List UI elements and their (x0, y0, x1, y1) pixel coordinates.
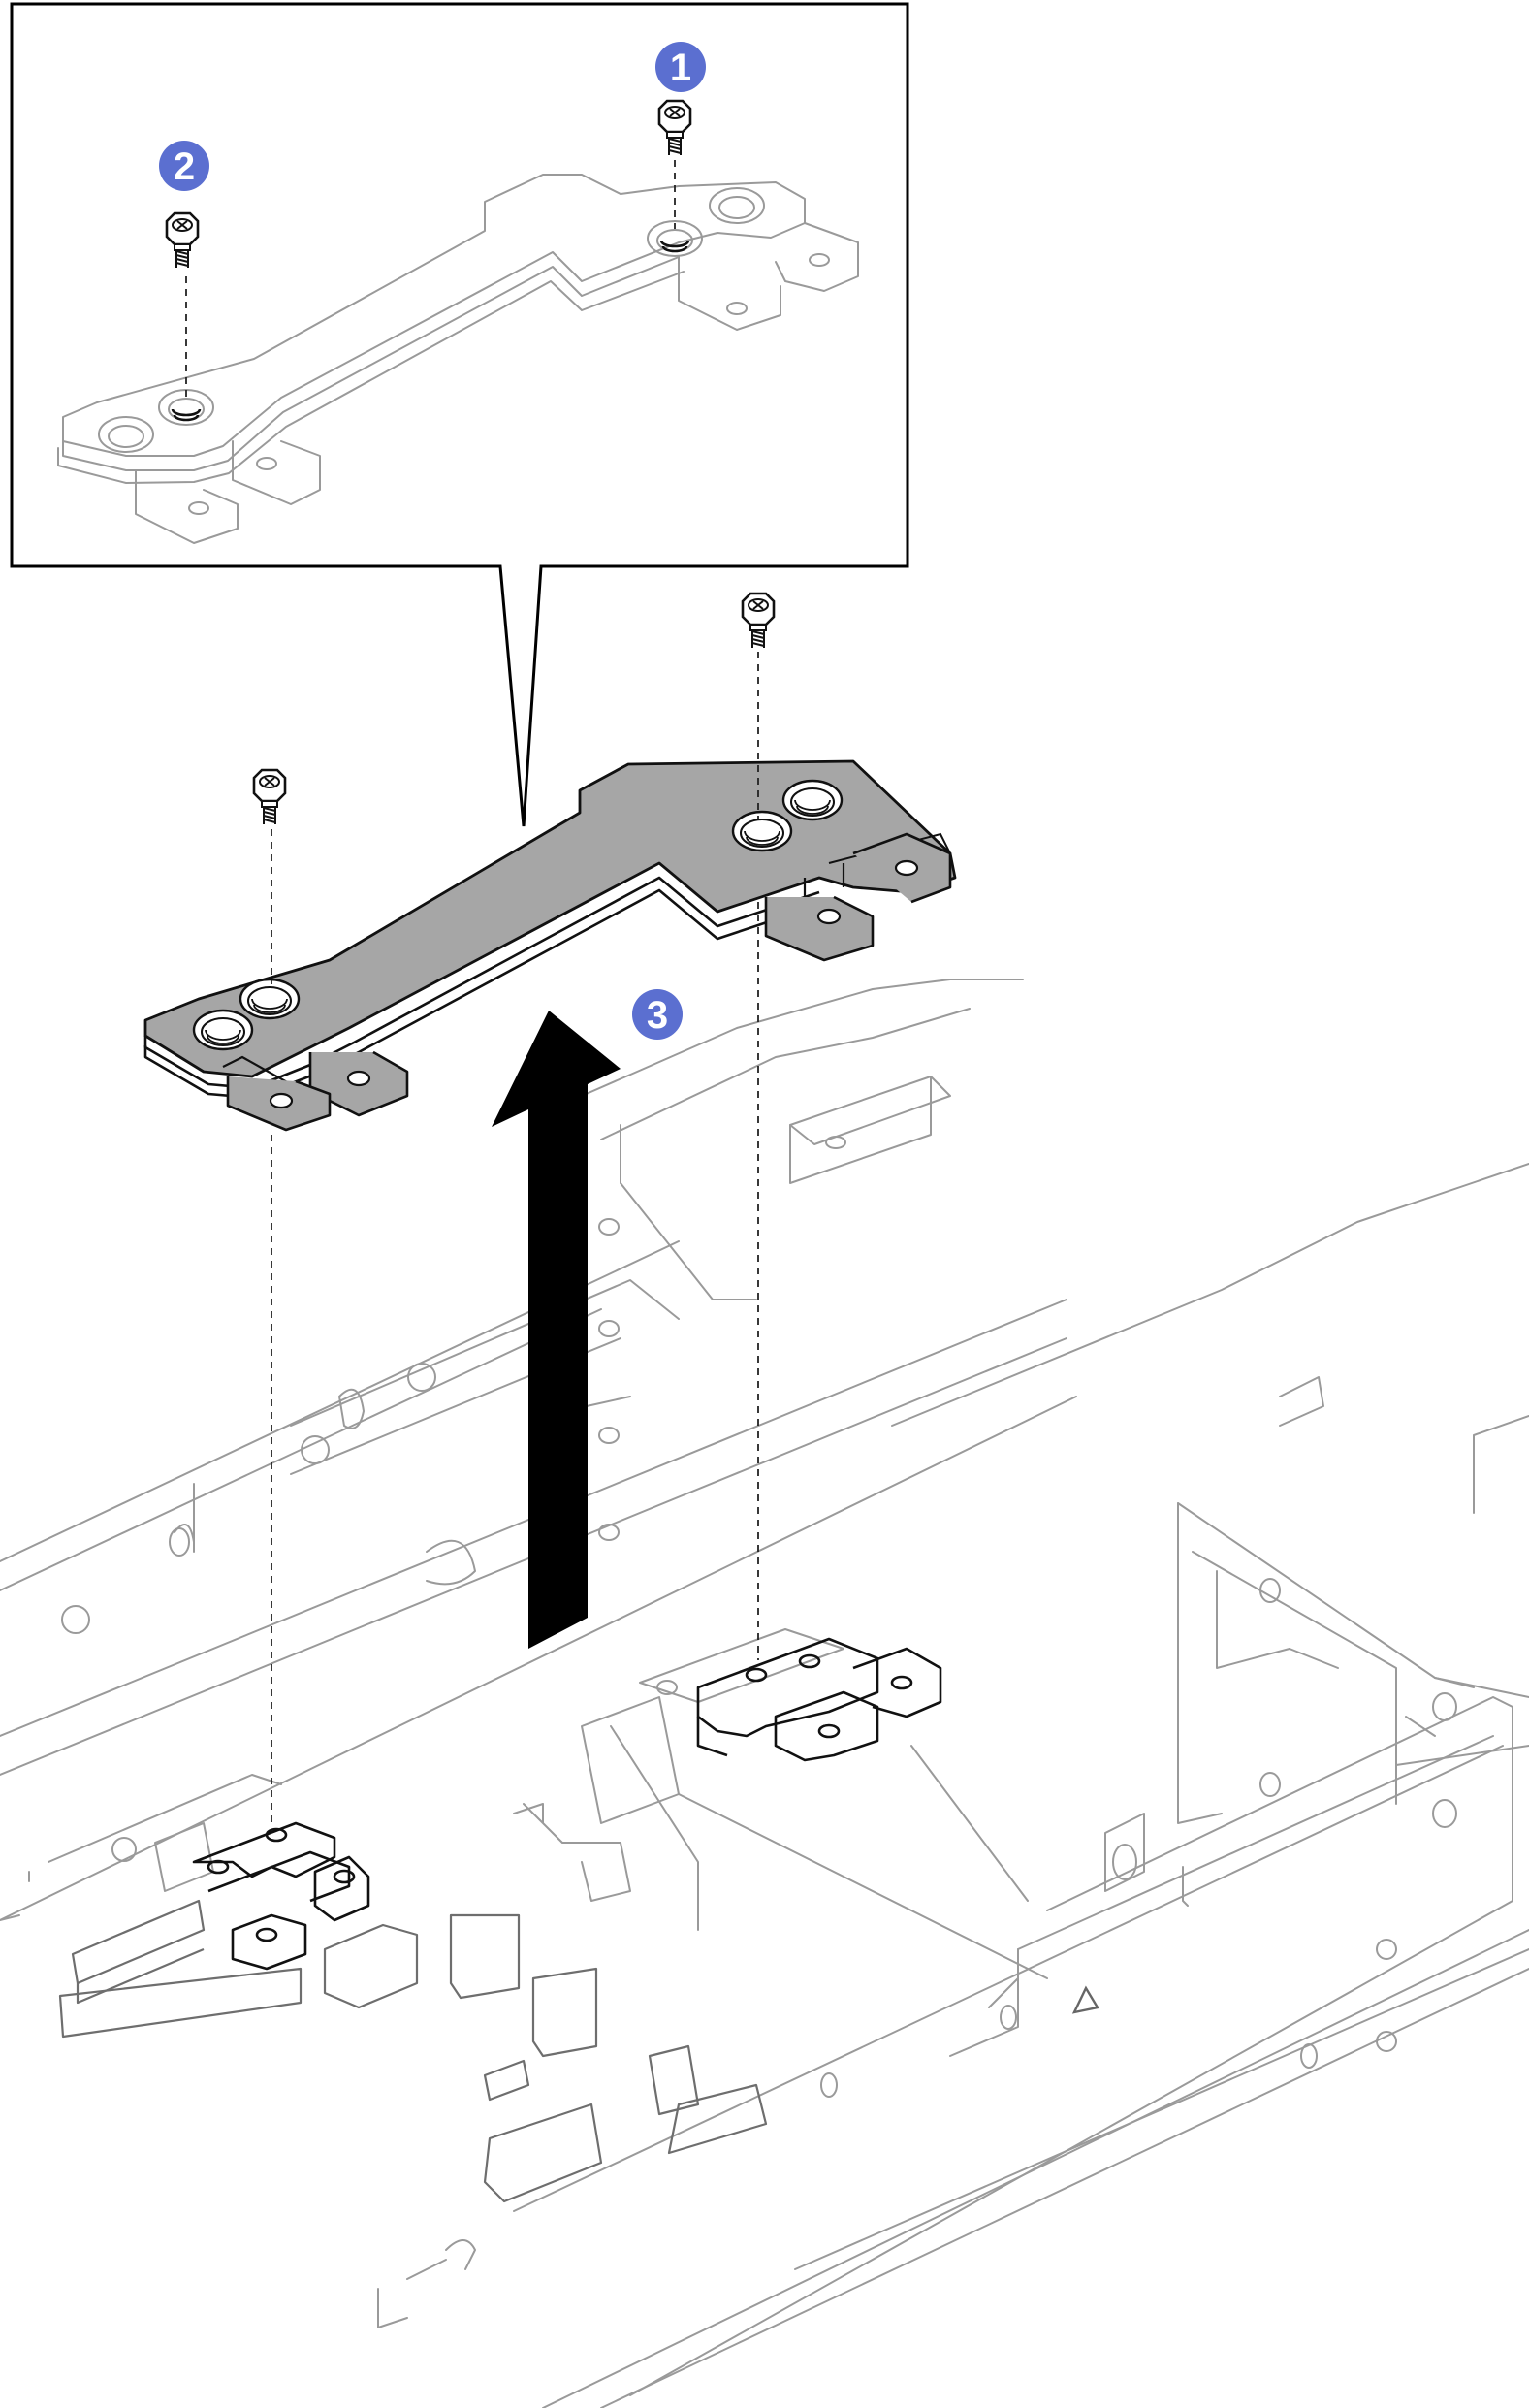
callout-1: 1 (655, 42, 706, 92)
screw-icon (741, 592, 776, 650)
inset-bracket (57, 174, 859, 544)
power-bracket (143, 759, 957, 1132)
screw-icon (252, 768, 287, 826)
svg-text:3: 3 (647, 994, 668, 1037)
inset-frame (10, 2, 909, 827)
board-connectors (58, 1899, 768, 2203)
svg-text:1: 1 (670, 47, 691, 89)
svg-text:2: 2 (174, 145, 195, 188)
callout-3: 3 (632, 989, 683, 1040)
warning-triangle-icon (1071, 1985, 1099, 2014)
detail-inset: 1 2 (10, 2, 909, 827)
lower-left-mount (192, 1821, 370, 1971)
callout-2: 2 (159, 141, 209, 191)
up-arrow-icon (492, 1011, 621, 1649)
chassis-background (0, 979, 1529, 2408)
lower-right-mount (639, 1628, 942, 1762)
